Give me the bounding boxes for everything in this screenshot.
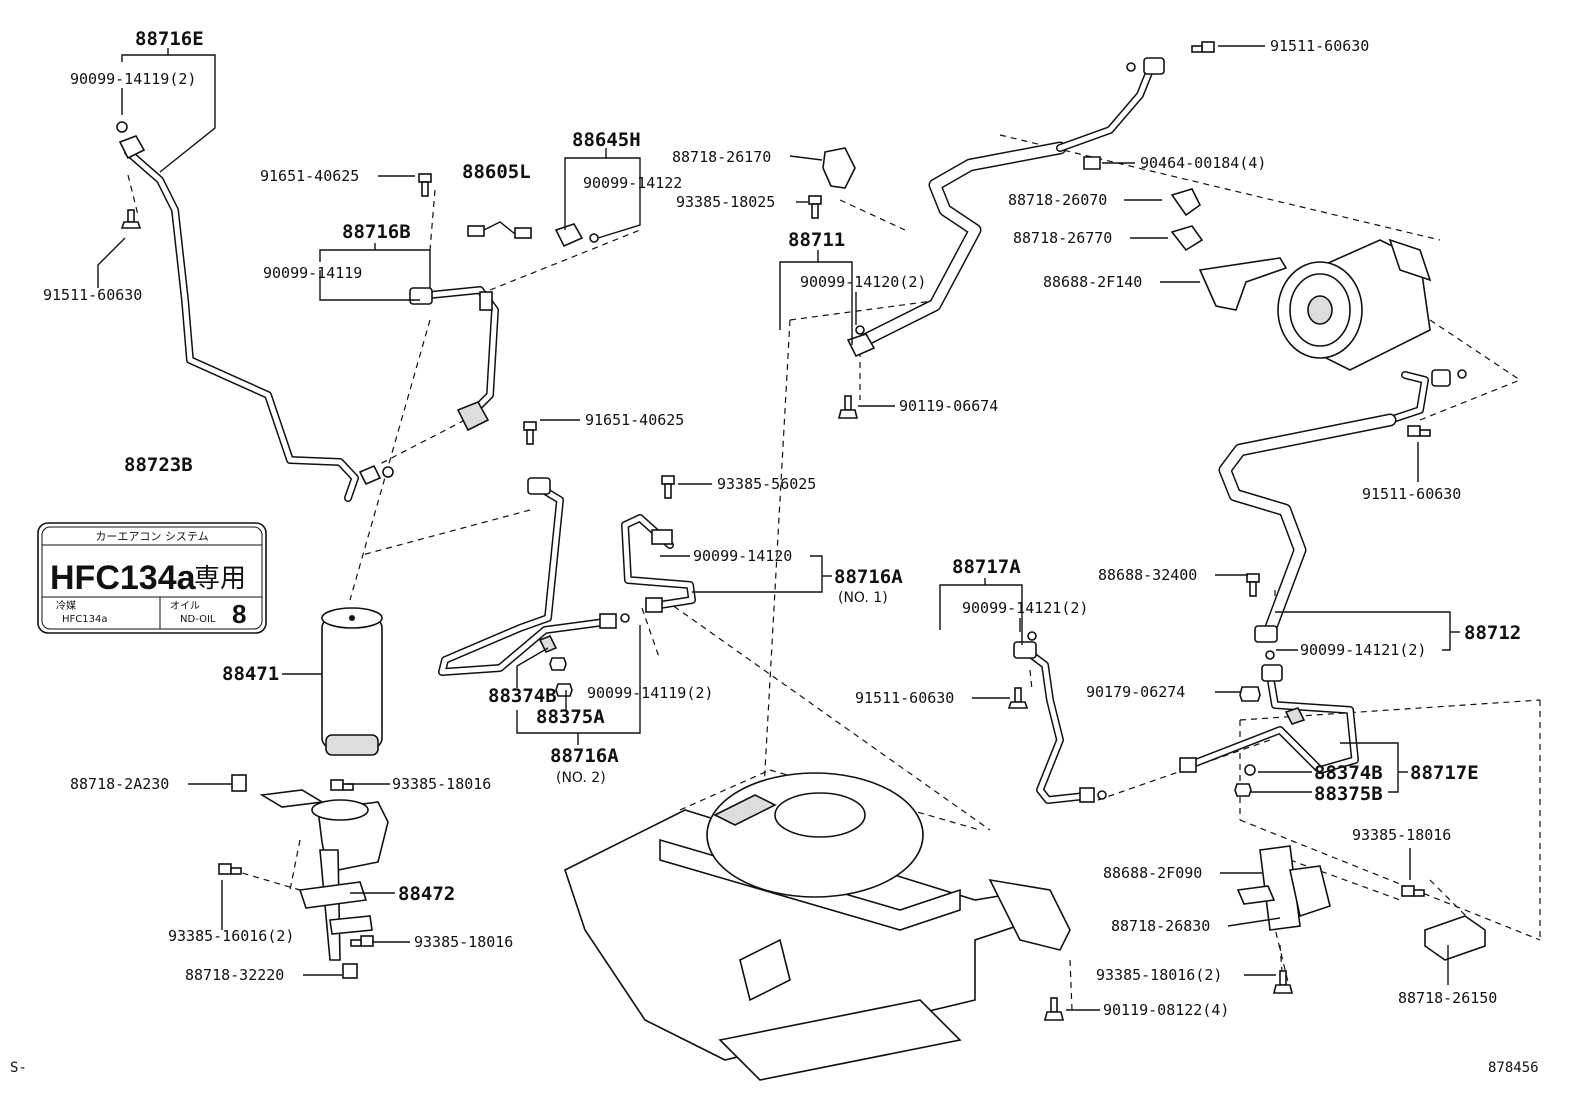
clamp-26150 — [1424, 915, 1486, 961]
label-plate-oil-value: ND-OIL — [180, 614, 216, 625]
corner-right-label: 878456 — [1488, 1060, 1539, 1076]
wire-harness — [467, 221, 532, 239]
pipe-88717E — [1179, 664, 1359, 774]
part-93385-16016-2: 93385-16016(2) — [168, 927, 294, 945]
part-91651-40625-b: 91651-40625 — [585, 411, 684, 429]
pipe-88716E — [116, 121, 394, 502]
part-88718-26150: 88718-26150 — [1398, 989, 1497, 1007]
part-90119-06674: 90119-06674 — [899, 397, 998, 415]
hose-88711 — [846, 57, 1165, 358]
part-88374b-a: 88374B — [488, 685, 557, 707]
clamp-26170 — [822, 147, 856, 189]
bolt-icons — [120, 41, 1431, 1021]
part-88718-26170: 88718-26170 — [672, 148, 771, 166]
part-88374b-b: 88374B — [1314, 762, 1383, 784]
corner-left-label: S- — [10, 1060, 27, 1076]
part-93385-18016-right: 93385-18016 — [1352, 826, 1451, 844]
part-91511-60630-left: 91511-60630 — [43, 286, 142, 304]
part-90099-14120: 90099-14120 — [693, 547, 792, 565]
part-88716a-no1: 88716A — [834, 566, 903, 588]
part-88716a-no1-note: (NO. 1) — [838, 590, 888, 606]
part-88375a: 88375A — [536, 706, 605, 728]
pipe-88717A — [1013, 631, 1107, 804]
label-plate-oil-number: 8 — [232, 599, 246, 629]
part-90099-14122: 90099-14122 — [583, 174, 682, 192]
part-88472: 88472 — [398, 883, 455, 905]
label-plate-oil-label: オイル — [170, 600, 200, 612]
part-90099-14121-2-a: 90099-14121(2) — [962, 599, 1088, 617]
label-plate-refrigerant: HFC134a — [50, 559, 197, 597]
hose-88712 — [1218, 369, 1467, 660]
part-88605l: 88605L — [462, 161, 531, 183]
bracket-2f140 — [1170, 188, 1288, 311]
evaporator-unit — [564, 772, 1071, 1081]
part-90099-14119-2-top: 90099-14119(2) — [70, 70, 196, 88]
pipe-88716B — [409, 286, 499, 432]
part-88718-32220: 88718-32220 — [185, 966, 284, 984]
part-90464-00184-4: 90464-00184(4) — [1140, 154, 1266, 172]
part-labels: 88716E 90099-14119(2) 91511-60630 91651-… — [43, 28, 1521, 1019]
part-88716b: 88716B — [342, 221, 411, 243]
part-88718-26770: 88718-26770 — [1013, 229, 1112, 247]
part-88718-26830: 88718-26830 — [1111, 917, 1210, 935]
label-plate-title: カーエアコン システム — [95, 530, 208, 543]
label-plate: カーエアコン システム HFC134a 専用 冷媒 HFC134a オイル ND… — [37, 522, 267, 634]
part-93385-18025: 93385-18025 — [676, 193, 775, 211]
part-88723b: 88723B — [124, 454, 193, 476]
label-plate-coolant-label: 冷媒 — [56, 599, 76, 612]
part-88688-2f090: 88688-2F090 — [1103, 864, 1202, 882]
part-88717e: 88717E — [1410, 762, 1479, 784]
part-93385-56025: 93385-56025 — [717, 475, 816, 493]
part-93385-18016-a: 93385-18016 — [392, 775, 491, 793]
part-88716a-no2-note: (NO. 2) — [556, 770, 606, 786]
part-90099-14119: 90099-14119 — [263, 264, 362, 282]
part-88717a: 88717A — [952, 556, 1021, 578]
part-93385-18016-2: 93385-18016(2) — [1096, 966, 1222, 984]
dryer-bracket — [259, 789, 389, 961]
part-88711: 88711 — [788, 229, 845, 251]
part-88718-2a230: 88718-2A230 — [70, 775, 169, 793]
leader-lines — [97, 45, 1460, 1011]
part-88645h: 88645H — [572, 129, 641, 151]
part-91511-60630-mid: 91511-60630 — [855, 689, 954, 707]
part-88688-2f140: 88688-2F140 — [1043, 273, 1142, 291]
part-91511-60630-right: 91511-60630 — [1362, 485, 1461, 503]
part-88712: 88712 — [1464, 622, 1521, 644]
compressor — [1277, 238, 1432, 371]
part-91651-40625-a: 91651-40625 — [260, 167, 359, 185]
label-plate-coolant-value: HFC134a — [62, 614, 107, 625]
pipe-88716A-no2 — [438, 477, 630, 676]
part-90119-08122-4: 90119-08122(4) — [1103, 1001, 1229, 1019]
part-88716e: 88716E — [135, 28, 204, 50]
part-88688-32400: 88688-32400 — [1098, 566, 1197, 584]
bracket-2f090 — [1236, 845, 1331, 931]
part-88471: 88471 — [222, 663, 279, 685]
label-plate-exclusive: 専用 — [194, 564, 246, 594]
part-90099-14121-2-b: 90099-14121(2) — [1300, 641, 1426, 659]
part-88718-26070: 88718-26070 — [1008, 191, 1107, 209]
part-90099-14119-2-mid: 90099-14119(2) — [587, 684, 713, 702]
part-88716a-no2: 88716A — [550, 745, 619, 767]
receiver-dryer — [321, 607, 383, 756]
part-93385-18016-b: 93385-18016 — [414, 933, 513, 951]
part-90099-14120-2: 90099-14120(2) — [800, 273, 926, 291]
pipe-88716A-no1 — [621, 514, 696, 613]
part-90179-06274: 90179-06274 — [1086, 683, 1185, 701]
part-88375b: 88375B — [1314, 783, 1383, 805]
part-91511-60630-top: 91511-60630 — [1270, 37, 1369, 55]
pressure-switch — [554, 223, 599, 248]
